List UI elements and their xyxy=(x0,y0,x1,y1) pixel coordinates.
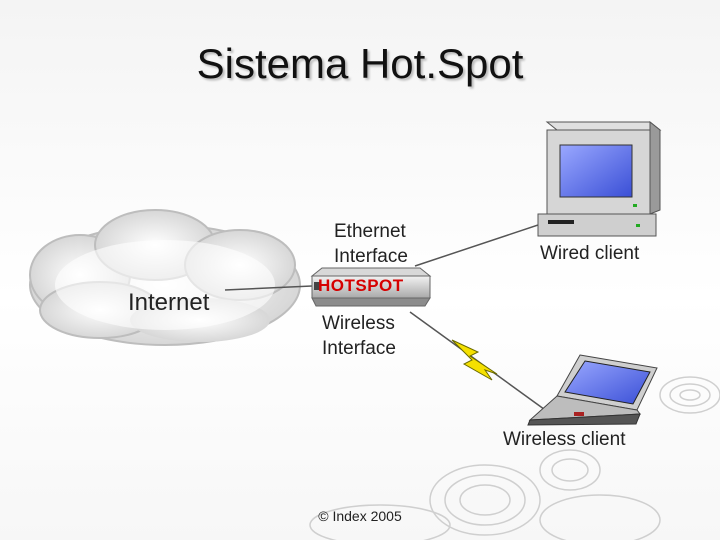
internet-link-line xyxy=(224,285,313,291)
hotspot-device xyxy=(310,267,432,307)
ethernet-link-line xyxy=(414,219,554,267)
ethernet-label-line1: Ethernet xyxy=(334,221,406,242)
internet-label: Internet xyxy=(128,289,210,316)
decorative-ripples xyxy=(309,376,720,540)
wireless-interface-label: Wireless Interface xyxy=(322,311,396,361)
wireless-label-line1: Wireless xyxy=(322,313,395,334)
internet-cloud xyxy=(29,209,301,346)
wired-client-computer xyxy=(537,120,662,237)
ethernet-label-line2: Interface xyxy=(334,246,408,267)
ethernet-interface-label: Ethernet Interface xyxy=(334,219,408,269)
wireless-label-line2: Interface xyxy=(322,338,396,359)
lightning-icon xyxy=(451,339,498,381)
hotspot-label: HOTSPOT xyxy=(318,276,404,295)
footer-copyright: © Index 2005 xyxy=(318,508,402,524)
wireless-client-laptop xyxy=(527,354,658,426)
wireless-client-label: Wireless client xyxy=(503,429,626,450)
slide-title: Sistema Hot.Spot xyxy=(196,40,524,87)
wired-client-label: Wired client xyxy=(540,243,640,264)
